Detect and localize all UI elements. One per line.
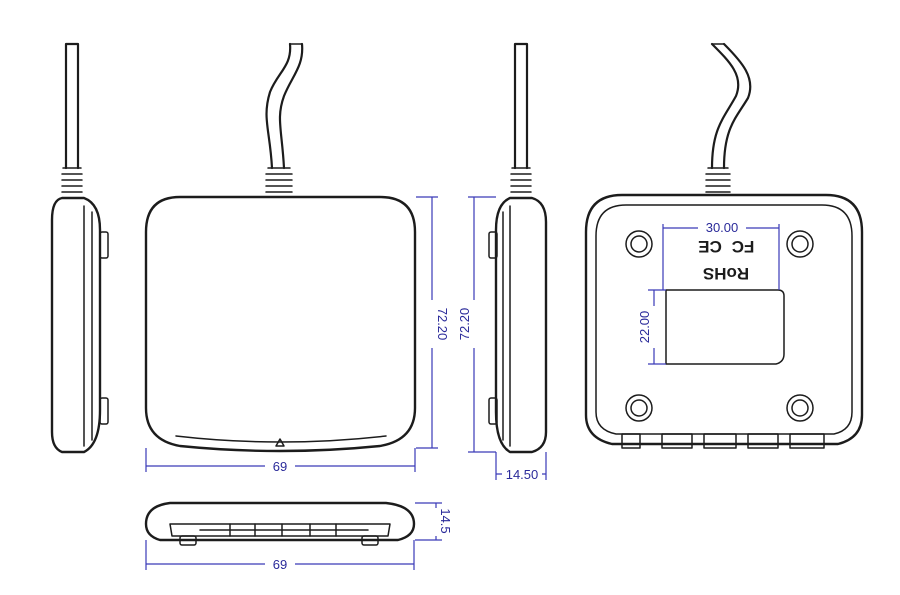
screw-hole [786,230,814,258]
thickness-dimension: 14.5 [415,502,453,541]
front-body [144,195,417,453]
led-indicator [275,438,285,447]
height-label: 72.20 [457,308,472,341]
window-height-dimension: 22.00 [637,289,666,365]
height-label: 72.20 [435,308,450,341]
cable [510,42,532,199]
side-button [488,397,498,425]
right-side-view: 72.20 14.50 [457,42,548,482]
side-body [494,196,548,454]
depth-label: 14.50 [506,467,539,482]
window-width-dimension: 30.00 [662,220,780,290]
foot [179,535,197,546]
bottom-view: 14.5 69 [144,501,453,572]
cable [705,42,752,199]
screw-hole [786,394,814,422]
side-button [99,397,109,425]
bottom-body [144,501,416,542]
front-view: 69 72.20 [144,42,450,474]
label-window [665,289,785,365]
rohs-mark: RoHS [703,264,749,283]
bottom-width-label: 69 [273,557,287,572]
thickness-label: 14.5 [438,508,453,533]
cable [61,42,83,199]
depth-dimension: 14.50 [495,452,547,482]
screw-hole [625,230,653,258]
side-button [488,231,498,259]
window-width-label: 30.00 [706,220,739,235]
foot [361,535,379,546]
fcc-mark: FC [732,237,755,256]
height-dimension: 72.20 [457,196,496,453]
left-side-view [50,42,109,454]
side-body [50,196,102,454]
screw-hole [625,394,653,422]
feet-row [621,433,825,449]
certification-marks: RoHS FC CE [698,237,754,283]
width-label: 69 [273,459,287,474]
cable [265,42,304,199]
port-ticks [229,523,337,537]
side-button [99,231,109,259]
window-height-label: 22.00 [637,311,652,344]
ce-mark: CE [698,237,722,256]
bottom-width-dimension: 69 [145,540,415,572]
width-dimension: 69 [145,448,416,474]
back-body [584,193,864,446]
height-dimension: 72.20 [416,196,450,449]
back-view: RoHS FC CE 30.00 22.00 [584,42,864,449]
